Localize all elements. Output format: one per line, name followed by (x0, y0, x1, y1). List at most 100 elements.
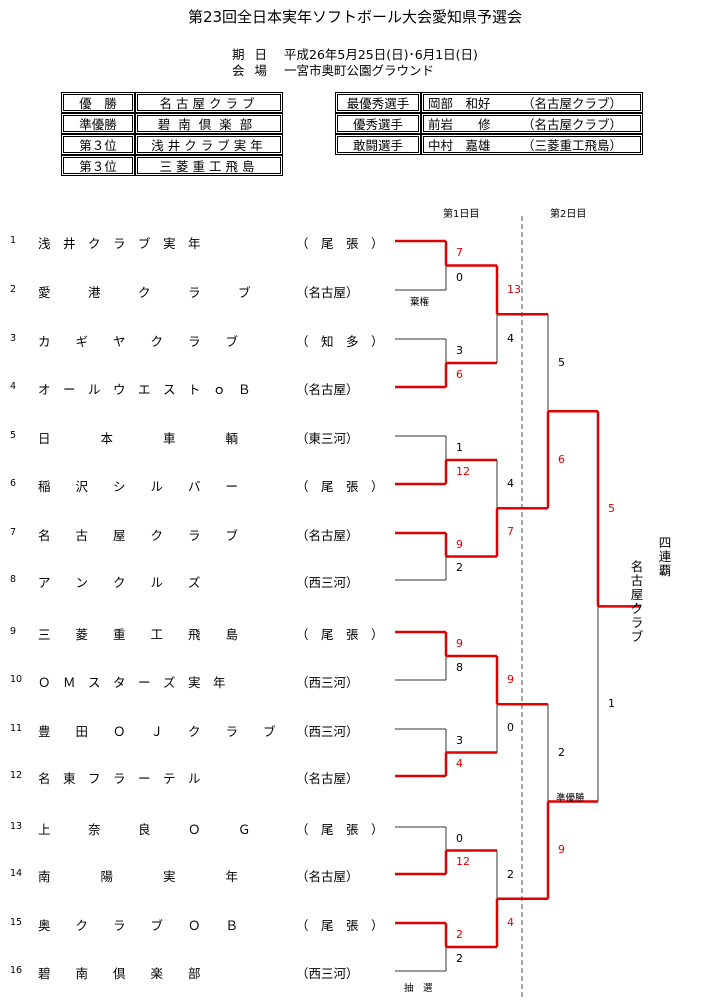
score-label: 9 (558, 843, 565, 857)
score-label: 3 (456, 344, 463, 357)
team-name: 名 古 屋 ク ラ ブ (38, 528, 239, 543)
team-row: 7 名 古 屋 ク ラ ブ （名古屋） (0, 525, 390, 543)
team-row: 4 オ ー ル ウ エ ス ト ｏ Ｂ （名古屋） (0, 379, 390, 397)
team-region: （東三河） (296, 431, 359, 446)
score-label: 2 (456, 561, 463, 575)
team-row: 2 愛 港 ク ラ ブ （名古屋） (0, 282, 390, 300)
team-number: 3 (10, 333, 17, 344)
award-player: 前岩 修（名古屋クラブ） (421, 113, 643, 134)
vertical-char: 名 (630, 559, 644, 574)
team-region: （ 尾 張 ） (296, 236, 384, 251)
team-name: ア ン ク ル ズ (38, 575, 201, 590)
team-number: 8 (10, 574, 17, 585)
score-label: 2 (456, 952, 463, 965)
team-number: 7 (10, 527, 17, 538)
team-region: （西三河） (296, 966, 359, 981)
score-label: 2 (558, 745, 565, 759)
team-number: 2 (10, 284, 17, 295)
team-region: （ 尾 張 ） (296, 918, 384, 933)
result-rank: 準優勝 (61, 113, 135, 134)
team-name: 上 奈 良 Ｏ Ｇ (38, 822, 251, 837)
awards-row: 最優秀選手岡部 和好 （名古屋クラブ） (335, 92, 643, 113)
award-player-name: 中村 嘉雄 (428, 138, 491, 153)
award-player-name: 岡部 和好 (428, 96, 491, 111)
team-region: （名古屋） (296, 528, 359, 543)
score-label: 0 (456, 270, 463, 284)
award-title: 優秀選手 (335, 113, 421, 134)
score-label: 12 (456, 855, 470, 869)
result-team: 碧南倶楽部 (135, 113, 283, 134)
team-name: 碧 南 倶 楽 部 (38, 966, 201, 981)
day1-label: 第1日目 (443, 209, 480, 220)
score-label: 4 (507, 331, 514, 345)
awards-row: 敢闘選手中村 嘉雄（三菱重工飛島） (335, 134, 643, 155)
result-rank: 第３位 (61, 155, 135, 176)
team-name: 愛 港 ク ラ ブ (38, 285, 251, 300)
team-number: 4 (10, 381, 17, 392)
team-region: （西三河） (296, 675, 359, 690)
team-region: （ 尾 張 ） (296, 627, 384, 642)
score-label: 4 (456, 757, 463, 771)
award-player-team: （名古屋クラブ） (522, 96, 623, 111)
results-table: 優 勝名古屋クラブ準優勝碧南倶楽部第３位浅井クラブ実年第３位三菱重工飛島 (61, 92, 283, 176)
team-region: （名古屋） (296, 869, 359, 884)
team-region: （名古屋） (296, 382, 359, 397)
score-label: 0 (456, 831, 463, 845)
vertical-char: 古 (630, 573, 644, 588)
day2-label: 第2日目 (550, 209, 587, 220)
team-name: オ ー ル ウ エ ス ト ｏ Ｂ (38, 382, 251, 397)
team-region: （西三河） (296, 575, 359, 590)
result-team: 浅井クラブ実年 (135, 134, 283, 155)
vertical-char: 屋 (630, 587, 644, 602)
champion-achievement: 四連覇 (658, 536, 672, 578)
team-name: Ｏ Ｍ ス タ ー ズ 実 年 (38, 675, 226, 690)
team-row: 6 稲 沢 シ ル バ ー （ 尾 張 ） (0, 476, 390, 494)
vertical-char: ク (630, 601, 644, 616)
team-number: 14 (10, 868, 23, 879)
team-region: （ 尾 張 ） (296, 822, 384, 837)
score-label: 1 (456, 441, 463, 454)
award-title: 敢闘選手 (335, 134, 421, 155)
team-region: （名古屋） (296, 771, 359, 786)
team-name: 浅 井 ク ラ ブ 実 年 (38, 236, 201, 251)
team-number: 6 (10, 478, 17, 489)
team-name: 南 陽 実 年 (38, 869, 239, 884)
page-title: 第23回全日本実年ソフトボール大会愛知県予選会 (187, 8, 523, 26)
results-row: 準優勝碧南倶楽部 (61, 113, 283, 134)
score-label: 4 (507, 477, 514, 491)
award-title: 最優秀選手 (335, 92, 421, 113)
team-row: 14 南 陽 実 年 （名古屋） (0, 866, 390, 884)
team-name: 奥 ク ラ ブ Ｏ Ｂ (38, 918, 239, 933)
score-label: 5 (608, 501, 615, 515)
score-label: 6 (456, 368, 463, 381)
score-label: 9 (507, 673, 514, 687)
vertical-char: 連 (658, 549, 672, 564)
team-region: （名古屋） (296, 285, 359, 300)
team-number: 5 (10, 430, 17, 441)
team-region: （西三河） (296, 724, 359, 739)
result-team: 名古屋クラブ (135, 92, 283, 113)
score-label: 12 (456, 465, 470, 478)
results-row: 第３位浅井クラブ実年 (61, 134, 283, 155)
score-label: 6 (558, 452, 565, 466)
award-player: 岡部 和好 （名古屋クラブ） (421, 92, 643, 113)
award-player-name: 前岩 修 (428, 117, 491, 132)
team-number: 12 (10, 770, 23, 781)
score-label: 2 (456, 928, 463, 941)
team-name: 稲 沢 シ ル バ ー (38, 479, 239, 494)
result-rank: 第３位 (61, 134, 135, 155)
score-label: 2 (507, 867, 514, 881)
team-name: カ ギ ヤ ク ラ ブ (38, 334, 239, 349)
team-region: （ 尾 張 ） (296, 479, 384, 494)
date-value: 平成26年5月25日(日)･6月1日(日) (284, 47, 478, 62)
team-number: 1 (10, 235, 17, 246)
score-label: 0 (507, 721, 514, 735)
